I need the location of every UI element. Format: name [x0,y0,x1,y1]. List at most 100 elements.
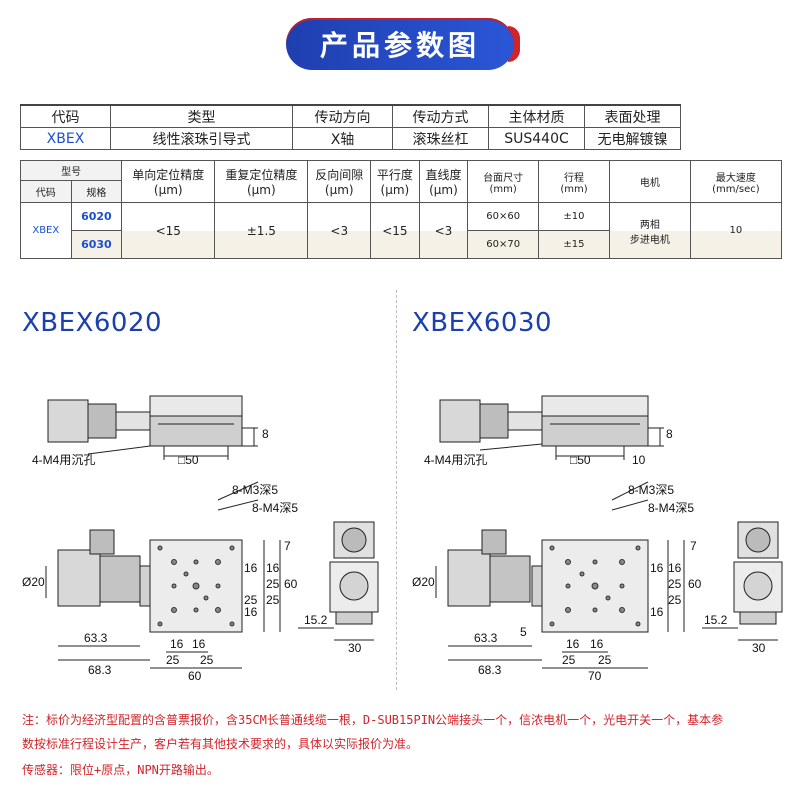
right-dim-30: 30 [752,641,766,655]
spec-header-material: 主体材质 [488,104,585,128]
header-straightness: 直线度(μm) [418,160,469,203]
right-dim-16b: 16 [668,561,682,575]
end-view-left [329,521,379,625]
spec-header-direction: 传动方向 [292,104,393,128]
header-motor: 电机 [608,160,691,203]
right-dim-25d: 25 [598,653,612,667]
spec-6020: 6020 [70,202,123,231]
left-m4-label: 8-M4深5 [252,501,298,515]
header-max-speed-unit: (mm/sec) [712,183,760,195]
left-dim-25c: 25 [266,593,280,607]
header-backlash-name: 反向间隙 [315,168,364,182]
left-dim-7: 7 [284,539,291,553]
page-banner: 产品参数图 [286,18,520,70]
model-header: 型号 [19,160,123,181]
right-dim-25c: 25 [562,653,576,667]
spec-header-drive: 传动方式 [392,104,489,128]
right-dim-16a: 16 [650,561,664,575]
spec-header-row: 代码 类型 传动方向 传动方式 主体材质 表面处理 [20,104,681,128]
right-dim-7: 7 [690,539,697,553]
backlash-value: <3 [307,202,372,259]
spec-header-surface: 表面处理 [584,104,681,128]
header-backlash-unit: (μm) [324,183,354,197]
left-m4-hole-label: 4-M4用沉孔 [32,453,95,467]
right-square-label: □50 [570,453,591,467]
left-dim-60v: 60 [284,577,298,591]
left-dim-30: 30 [348,641,362,655]
right-dim-63-3: 63.3 [474,631,498,645]
right-dim-68-3: 68.3 [478,663,502,677]
right-dim-diameter: Ø20 [412,575,435,589]
table-size-6020: 60×60 [467,202,540,231]
header-repeat-accuracy-name: 重复定位精度 [225,168,298,182]
header-backlash: 反向间隙(μm) [307,160,372,203]
right-m4-hole-label: 4-M4用沉孔 [424,453,487,467]
spec-header-type: 类型 [110,104,293,128]
left-dim-16e: 16 [192,637,206,651]
right-dim-8: 8 [666,427,673,441]
straightness-value: <3 [418,202,469,259]
right-dim-16e: 16 [590,637,604,651]
left-dim-68-3: 68.3 [88,663,112,677]
left-dim-25a: 25 [266,577,280,591]
right-dim-5: 5 [520,625,527,639]
header-parallelism-name: 平行度 [376,168,413,182]
left-dim-16d: 16 [170,637,184,651]
spec-type: 线性滚珠引导式 [110,127,293,150]
drawing-right: 4-M4用沉孔 □50 10 8-M3深5 8-M4深5 8 7 16 16 2… [412,395,783,683]
drawing-title-right: XBEX6030 [412,308,553,338]
end-view-right [733,521,783,625]
spec-header-code: 代码 [20,104,111,128]
header-table-size: 台面尺寸(mm) [467,160,540,203]
spec-surface: 无电解镀镍 [584,127,681,150]
right-dim-70: 70 [588,669,602,683]
right-dim-25a: 25 [668,577,682,591]
motor-value: 两相 步进电机 [608,202,691,259]
note-line-2: 数按标准行程设计生产，客户若有其他技术要求的，具体以实际报价为准。 [22,737,419,751]
spec-code: XBEX [20,127,111,150]
header-repeat-accuracy-unit: (μm) [246,183,276,197]
left-dim-diameter: Ø20 [22,575,45,589]
repeat-accuracy-value: ±1.5 [214,202,309,259]
param-code: XBEX [20,202,72,259]
right-dim-60v: 60 [688,577,702,591]
header-repeat-accuracy: 重复定位精度(μm) [214,160,309,203]
table-size-6030: 60×70 [467,230,540,259]
left-dim-25b: 25 [244,593,258,607]
spec-direction: X轴 [292,127,393,150]
left-m3-label: 8-M3深5 [232,483,278,497]
max-speed-value: 10 [689,202,783,259]
side-view-left [47,395,258,447]
header-stroke-name: 行程 [563,172,584,184]
right-dim-25b: 25 [668,593,682,607]
drawing-divider [396,290,398,690]
spec-material: SUS440C [488,127,585,150]
stroke-6020: ±10 [538,202,610,231]
left-dim-16b: 16 [266,561,280,575]
header-table-size-unit: (mm) [489,183,517,195]
uni-accuracy-value: <15 [121,202,216,259]
code-header: 代码 [20,180,72,203]
left-dim-8: 8 [262,427,269,441]
right-m3-label: 8-M3深5 [628,483,674,497]
header-stroke: 行程(mm) [538,160,610,203]
right-dim-15-2: 15.2 [704,613,728,627]
banner-title: 产品参数图 [319,29,480,62]
header-parallelism-unit: (μm) [380,183,410,197]
right-m4-label: 8-M4深5 [648,501,694,515]
spec-table: 代码 类型 传动方向 传动方式 主体材质 表面处理 XBEX 线性滚珠引导式 X… [20,104,681,150]
right-dim-16d: 16 [566,637,580,651]
header-max-speed-name: 最大速度 [715,172,756,184]
right-dim-16c: 16 [650,605,664,619]
left-dim-63-3: 63.3 [84,631,108,645]
note-line-1: 注：标价为经济型配置的含普票报价，含35CM长普通线缆一根，D-SUB15PIN… [22,713,724,727]
spec-row: XBEX 线性滚珠引导式 X轴 滚珠丝杠 SUS440C 无电解镀镍 [20,127,681,150]
parallelism-value: <15 [370,202,420,259]
left-dim-25d: 25 [166,653,180,667]
stroke-6030: ±15 [538,230,610,259]
spec-6030: 6030 [70,230,123,259]
note-line-3: 传感器：限位+原点，NPN开路输出。 [22,763,219,777]
drawing-title-left: XBEX6020 [22,308,163,338]
top-view-left [57,529,243,633]
header-parallelism: 平行度(μm) [370,160,420,203]
